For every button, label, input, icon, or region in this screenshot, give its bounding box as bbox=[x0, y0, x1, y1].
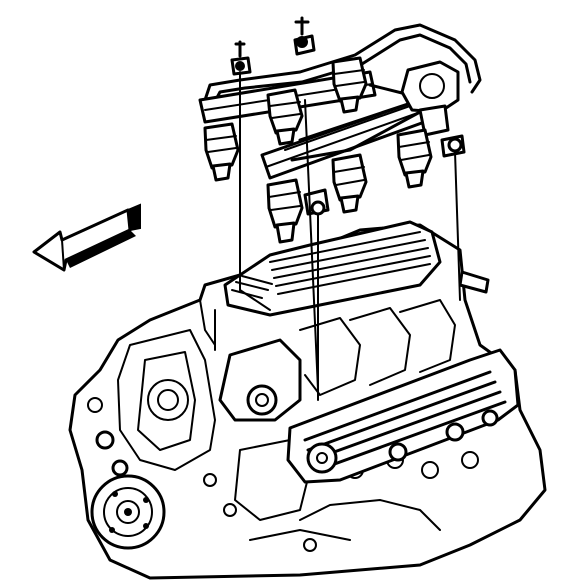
injector-2 bbox=[266, 88, 304, 146]
engine-block bbox=[68, 223, 547, 580]
injector-4 bbox=[266, 178, 304, 244]
injector-1 bbox=[203, 122, 240, 182]
stud-center bbox=[294, 16, 319, 391]
stud-right bbox=[447, 137, 463, 301]
injector-5 bbox=[331, 153, 368, 214]
intake-plenum bbox=[223, 220, 442, 317]
stud-lower bbox=[310, 200, 326, 401]
direction-arrow-icon bbox=[32, 203, 141, 272]
mounting-studs bbox=[234, 16, 490, 401]
valve-cover bbox=[286, 348, 520, 484]
injector-6 bbox=[396, 128, 433, 189]
injector-3 bbox=[331, 56, 368, 114]
fuel-injectors bbox=[203, 56, 433, 244]
fuel-rail bbox=[198, 23, 482, 216]
stud-left bbox=[234, 40, 246, 291]
